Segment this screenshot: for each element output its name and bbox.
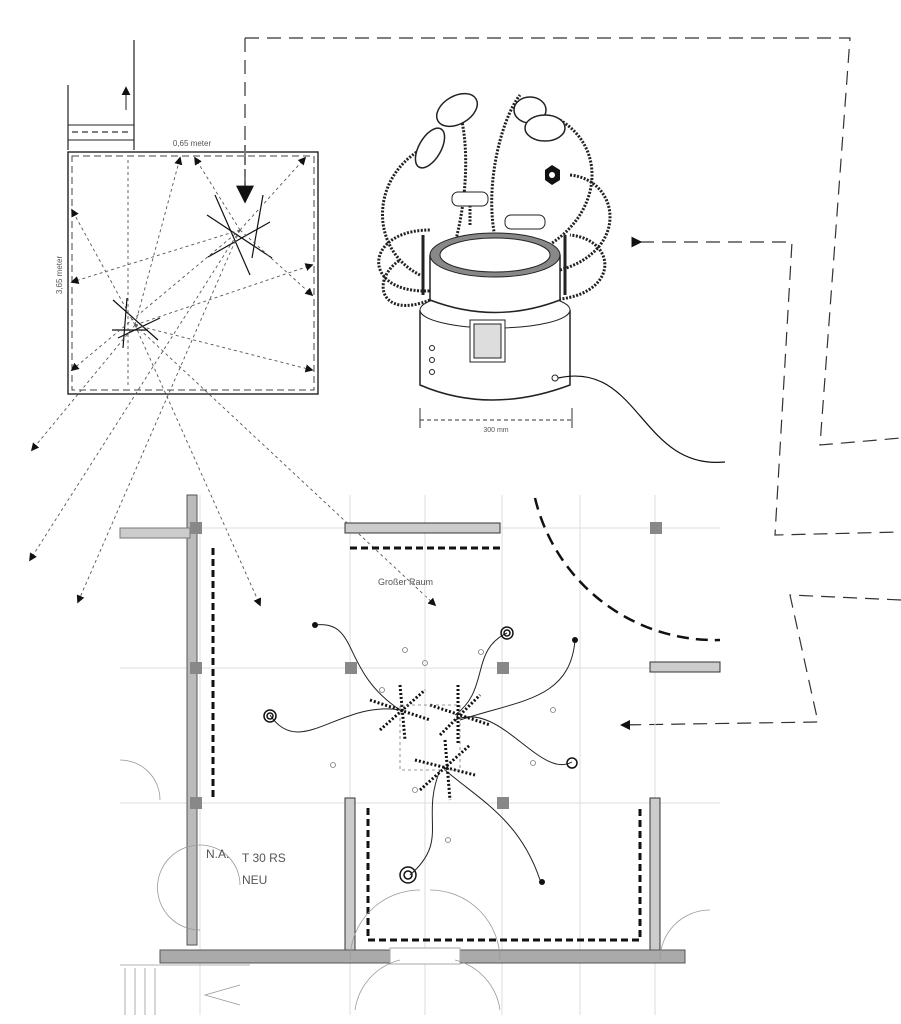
- room-width-label: 0,65 meter: [173, 139, 212, 148]
- door-note-label: NEU: [242, 873, 267, 887]
- door-label: N.A.: [206, 847, 229, 861]
- door-spec-label: T 30 RS: [242, 851, 286, 865]
- room-height-label: 3,65 meter: [55, 256, 64, 295]
- device-dimension-label: 300 mm: [483, 427, 508, 434]
- device-illustration: 300 mm: [377, 92, 726, 463]
- room-name-label: Großer Raum: [378, 577, 433, 587]
- floor-plan: Großer Raum N.A. T 30 RS NEU: [119, 494, 721, 1015]
- dashed-space-outline: [244, 37, 901, 730]
- room-sketch: 0,65 meter 3,65 meter: [29, 40, 437, 607]
